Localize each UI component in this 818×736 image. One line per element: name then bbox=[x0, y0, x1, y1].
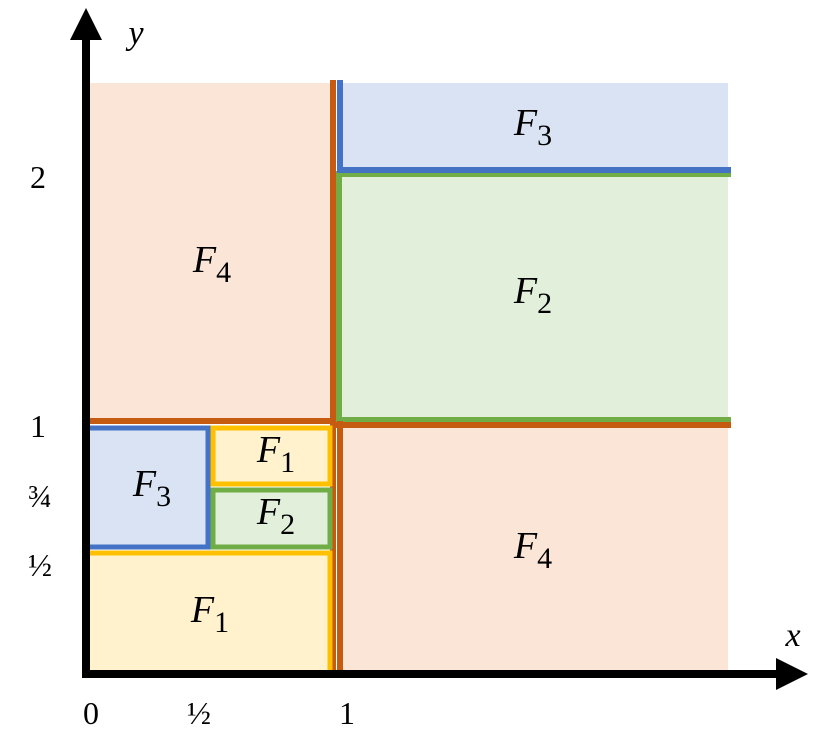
y-axis-arrow-icon bbox=[70, 8, 102, 40]
region-f4-top-left bbox=[90, 83, 333, 420]
axes bbox=[70, 8, 808, 690]
x-axis-arrow-icon bbox=[776, 658, 808, 690]
region-labels: F4 F3 F2 F4 F1 F3 F1 F2 bbox=[132, 102, 552, 639]
label-f2-mid-right: F2 bbox=[513, 270, 552, 320]
border-f2-small bbox=[210, 487, 333, 550]
region-f3-top-right bbox=[339, 83, 728, 170]
label-f2-small: F2 bbox=[256, 491, 295, 541]
x-axis-label: x bbox=[784, 617, 800, 654]
y-tick-half: ½ bbox=[28, 547, 52, 583]
region-f4-bottom-right bbox=[339, 426, 728, 670]
x-tick-0: 0 bbox=[83, 695, 99, 731]
region-f3-small-left bbox=[90, 426, 209, 546]
region-borders bbox=[87, 80, 731, 673]
border-f3-top-right bbox=[337, 80, 731, 173]
y-tick-2: 2 bbox=[30, 159, 46, 195]
regions bbox=[90, 83, 728, 670]
label-f4-top-left: F4 bbox=[192, 239, 231, 289]
border-f1-bottom-left bbox=[87, 550, 333, 673]
y-tick-labels: ½ ¾ 1 2 bbox=[28, 159, 52, 583]
region-f2-small bbox=[213, 490, 331, 546]
label-f3-small-left: F3 bbox=[132, 463, 171, 513]
label-f1-small: F1 bbox=[256, 429, 295, 479]
label-f1-bottom-left: F1 bbox=[190, 589, 229, 639]
region-f1-small bbox=[213, 428, 331, 484]
x-tick-1: 1 bbox=[339, 695, 355, 731]
label-f3-top-right: F3 bbox=[513, 102, 552, 152]
y-tick-1: 1 bbox=[30, 408, 46, 444]
region-f1-bottom-left bbox=[90, 552, 333, 670]
y-axis-label: y bbox=[125, 15, 144, 52]
region-f2-mid-right bbox=[339, 176, 728, 420]
border-f2-mid-right bbox=[336, 171, 731, 423]
label-f4-bottom-right: F4 bbox=[513, 525, 552, 575]
y-tick-three-quarters: ¾ bbox=[28, 478, 52, 514]
x-tick-half: ½ bbox=[187, 695, 211, 731]
border-f3-small-left bbox=[87, 425, 211, 550]
x-tick-labels: 0 ½ 1 bbox=[83, 695, 355, 731]
border-f1-small bbox=[210, 425, 333, 487]
